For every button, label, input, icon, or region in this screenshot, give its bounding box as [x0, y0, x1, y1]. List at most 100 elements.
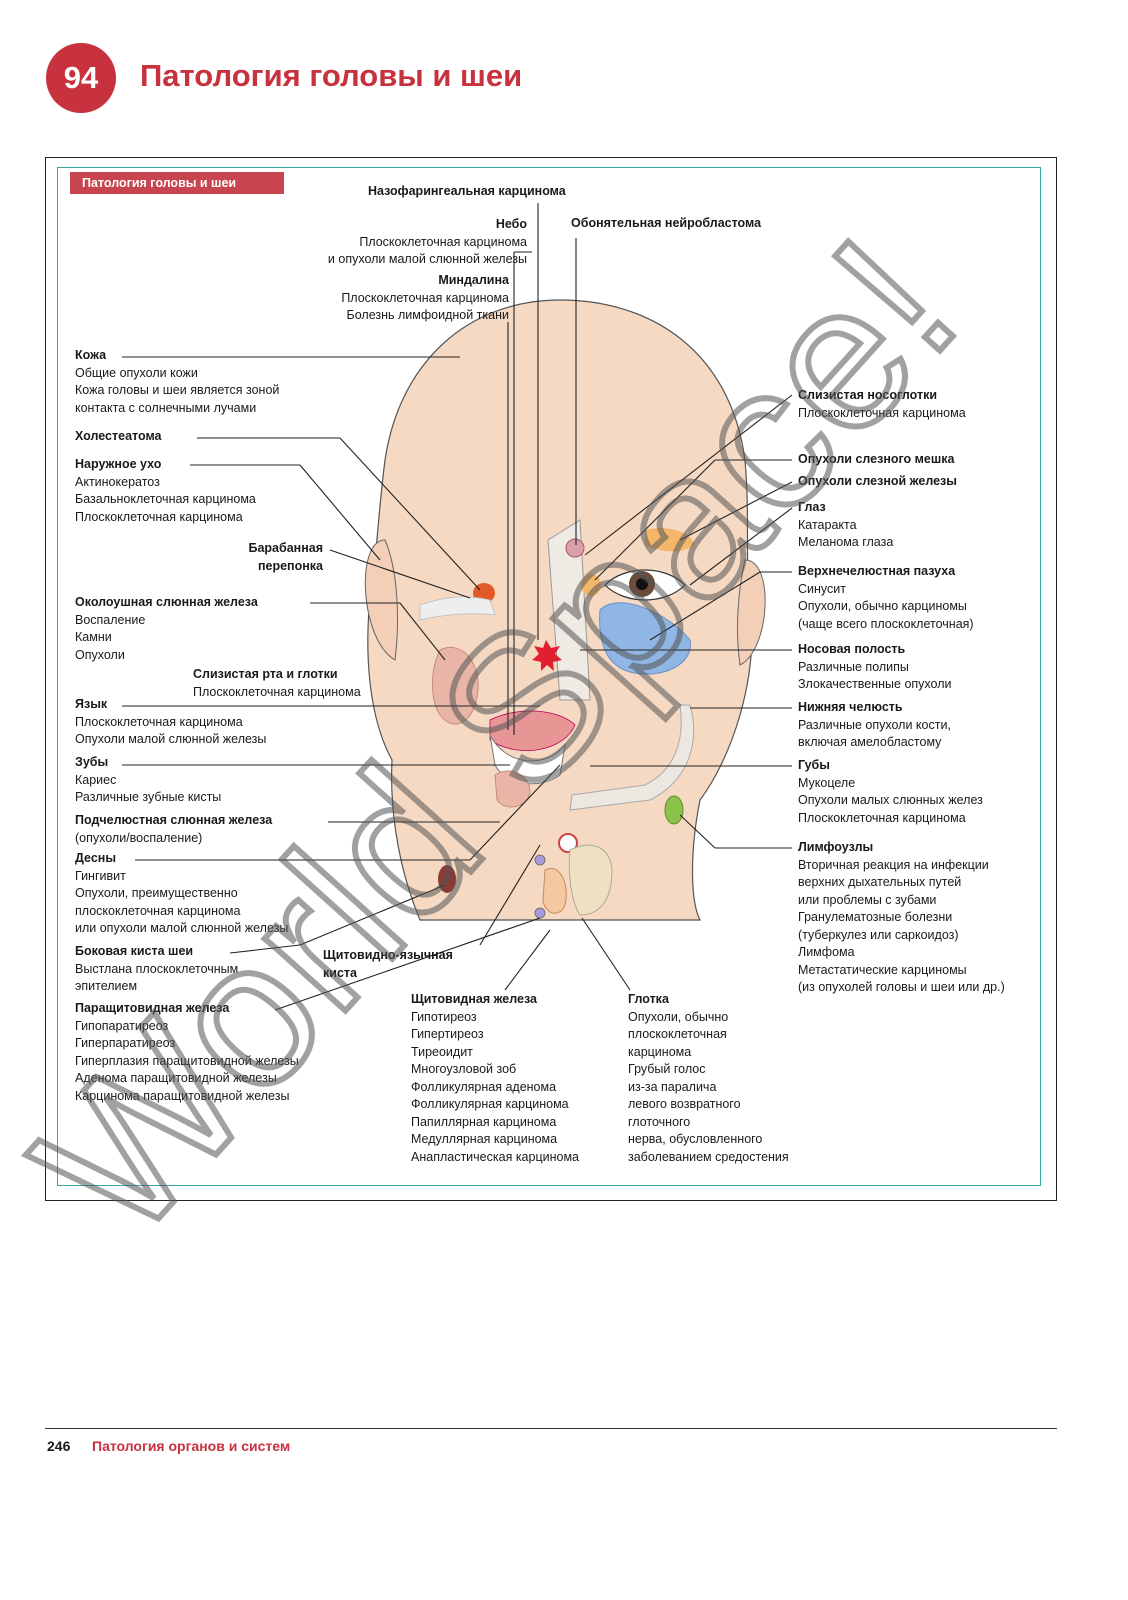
label-line: Фолликулярная карцинома — [411, 1097, 569, 1111]
label-line: Тиреоидит — [411, 1044, 473, 1059]
label-lateral-cyst: Боковая киста шеи Выстлана плоскоклеточн… — [75, 943, 238, 996]
mandible — [569, 704, 695, 811]
label-eardrum: Барабанная перепонка — [248, 540, 323, 575]
nasopharyngeal-tumor — [532, 640, 562, 671]
lacrimal-gland — [645, 528, 695, 552]
label-heading: Обонятельная нейробластома — [571, 216, 762, 230]
label-line: Вторичная реакция на инфекции — [798, 857, 989, 872]
label-line: плоскоклеточная карцинома — [75, 903, 241, 918]
label-line: Опухоли — [75, 647, 125, 662]
label-line: Базальноклеточная карцинома — [75, 492, 256, 506]
label-line: эпителием — [75, 979, 138, 993]
label-heading: Десны — [75, 851, 117, 865]
label-line: Воспаление — [75, 612, 146, 627]
label-line: Кожа головы и шеи является зоной — [75, 383, 280, 397]
label-heading: Слизистая носоглотки — [798, 388, 938, 402]
label-line: Плоскоклеточная карцинома — [798, 405, 966, 420]
label-submandibular: Подчелюстная слюнная железа (опухоли/вос… — [75, 812, 272, 847]
label-oral-mucosa: Слизистая рта и глотки Плоскоклеточная к… — [193, 666, 361, 701]
label-heading: Щитовидная железа — [411, 992, 537, 1006]
label-outer-ear: Наружное ухо Актинокератоз Базальноклето… — [75, 456, 256, 526]
label-line: верхних дыхательных путей — [798, 875, 962, 889]
label-heading: Опухоли слезной железы — [798, 474, 957, 488]
label-heading: Зубы — [75, 755, 109, 769]
parathyroid-lower — [534, 907, 546, 919]
label-line: и опухоли малой слюнной железы — [327, 252, 527, 266]
label-palate: Небо Плоскоклеточная карцинома и опухоли… — [328, 216, 527, 269]
olfactory-tumor — [565, 538, 585, 558]
label-line: Медуллярная карцинома — [411, 1132, 558, 1146]
pupil — [636, 578, 648, 590]
label-line: Различные зубные кисты — [75, 790, 222, 804]
label-heading: Верхнечелюстная пазуха — [798, 564, 956, 578]
label-line: Гингивит — [75, 868, 126, 883]
mouth — [489, 710, 576, 752]
label-line: или опухоли малой слюнной железы — [75, 921, 289, 935]
submandibular-gland — [494, 770, 531, 808]
right-ear — [737, 559, 766, 666]
label-line: Выстлана плоскоклеточным — [75, 961, 239, 976]
label-line: Синусит — [798, 581, 846, 596]
label-line: Плоскоклеточная карцинома — [75, 714, 243, 729]
label-nasal: Носовая полость Различные полипы Злокаче… — [798, 641, 952, 694]
label-maxillary: Верхнечелюстная пазуха Синусит Опухоли, … — [798, 563, 974, 633]
thyroid-gland — [542, 867, 567, 914]
label-line: Гиперплазия паращитовидной железы — [75, 1053, 299, 1068]
label-teeth: Зубы Кариес Различные зубные кисты — [75, 754, 221, 807]
label-heading: Глаз — [798, 500, 826, 514]
label-line: Плоскоклеточная карцинома — [798, 810, 966, 825]
label-line: из-за паралича — [628, 1079, 717, 1094]
label-heading: Паращитовидная железа — [75, 1001, 230, 1015]
label-line: Плоскоклеточная карцинома — [341, 290, 509, 305]
label-larynx: Глотка Опухоли, обычно плоскоклеточная к… — [628, 991, 789, 1166]
label-nasopharyngeal: Назофарингеальная карцинома — [368, 183, 566, 201]
footer-section: Патология органов и систем — [92, 1438, 291, 1454]
label-line: Актинокератоз — [75, 474, 160, 489]
label-line: Гипопаратиреоз — [75, 1018, 169, 1033]
label-line: Гранулематозные болезни — [798, 910, 953, 924]
lymph-node — [664, 795, 684, 825]
label-line: плоскоклеточная — [628, 1027, 727, 1041]
maxillary-sinus — [599, 602, 691, 675]
figure-frame — [45, 157, 1057, 1201]
label-line: Метастатические карциномы — [798, 962, 967, 977]
label-line: (туберкулез или саркоидоз) — [798, 927, 959, 942]
label-line: Плоскоклеточная карцинома — [193, 684, 361, 699]
page-number: 246 — [47, 1438, 71, 1454]
label-line: Меланома глаза — [798, 535, 894, 549]
label-line: Плоскоклеточная карцинома — [359, 234, 527, 249]
label-line: Злокачественные опухоли — [798, 677, 952, 691]
label-line: Лимфома — [798, 945, 855, 959]
figure-inner-frame — [57, 167, 1041, 1186]
label-line: Анапластическая карцинома — [411, 1149, 580, 1164]
chapter-number-badge: 94 — [46, 43, 116, 113]
label-heading: Небо — [495, 217, 527, 231]
label-line: карцинома — [628, 1044, 692, 1059]
label-skin: Кожа Общие опухоли кожи Кожа головы и ше… — [75, 347, 279, 417]
label-heading: Назофарингеальная карцинома — [368, 184, 566, 198]
label-heading: Глотка — [628, 992, 669, 1006]
label-line: заболеванием средостения — [628, 1149, 789, 1164]
label-line: Мукоцеле — [798, 775, 856, 790]
label-line: Опухоли, обычно карциномы — [798, 599, 967, 613]
label-line: Плоскоклеточная карцинома — [75, 509, 243, 524]
label-nasopharynx-mucosa: Слизистая носоглотки Плоскоклеточная кар… — [798, 387, 966, 422]
label-line: (опухоли/воспаление) — [75, 830, 203, 845]
label-line: Папиллярная карцинома — [411, 1114, 557, 1129]
label-line: Опухоли, обычно — [628, 1009, 729, 1024]
label-parathyroid: Паращитовидная железа Гипопаратиреоз Гип… — [75, 1000, 299, 1105]
label-parotid: Околоушная слюнная железа Воспаление Кам… — [75, 594, 258, 664]
label-heading: Губы — [798, 758, 830, 772]
label-lips: Губы Мукоцеле Опухоли малых слюнных желе… — [798, 757, 983, 827]
label-tongue: Язык Плоскоклеточная карцинома Опухоли м… — [75, 696, 266, 749]
label-heading: Нижняя челюсть — [798, 700, 903, 714]
label-line: Различные опухоли кости, — [798, 717, 951, 732]
leader-lines — [122, 203, 793, 1011]
thyroglossal-cyst — [558, 833, 578, 853]
label-line: Гипотиреоз — [411, 1009, 477, 1024]
label-eye: Глаз Катаракта Меланома глаза — [798, 499, 893, 552]
label-heading: Кожа — [75, 348, 107, 362]
label-line: Опухоли, преимущественно — [75, 886, 238, 900]
label-line: (из опухолей головы и шеи или др.) — [798, 980, 1005, 994]
label-line: Болезнь лимфоидной ткани — [346, 308, 509, 322]
